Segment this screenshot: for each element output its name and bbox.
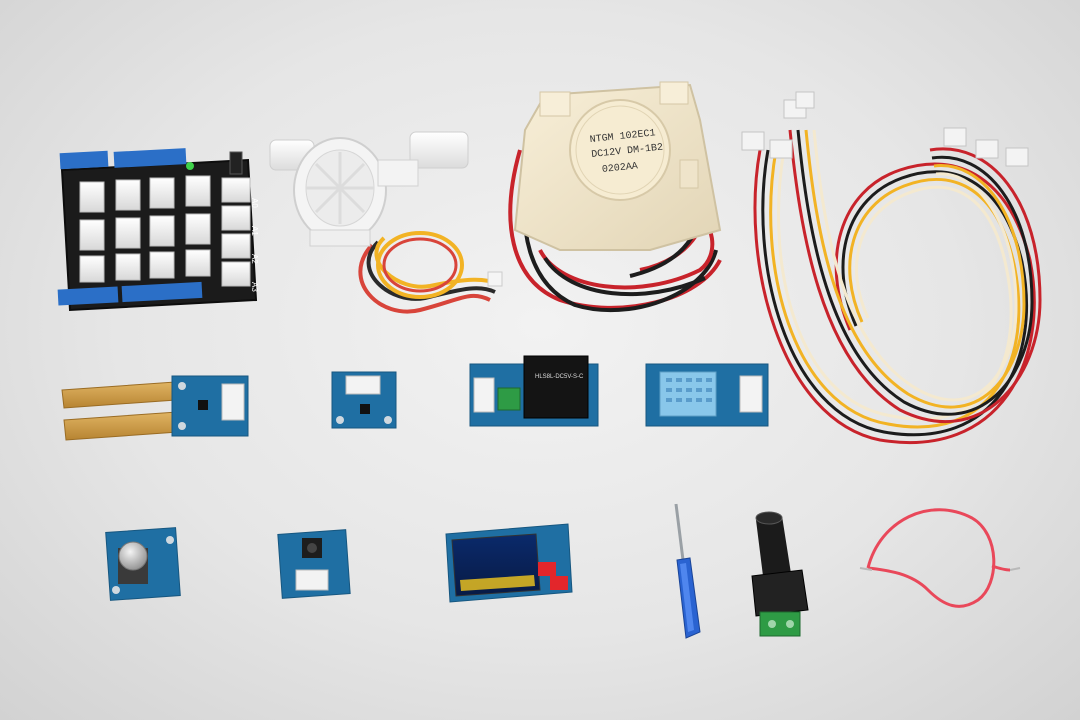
pin-label-a3: A3 <box>250 282 259 292</box>
light-sensor-module <box>331 371 397 429</box>
pin-label-a1: A1 <box>250 226 259 236</box>
red-jumper-wire <box>859 508 1021 608</box>
pin-label-a0: A0 <box>250 198 259 208</box>
pin-label-a2: A2 <box>250 254 259 264</box>
button-module <box>277 529 351 599</box>
water-flow-sensor <box>269 131 503 314</box>
screwdriver <box>674 503 701 639</box>
oled-display-module <box>445 523 573 603</box>
dc-power-jack <box>751 511 809 637</box>
rotary-angle-sensor <box>105 527 181 601</box>
pump-label-line3: 0202AA <box>601 161 638 176</box>
water-pump: NTGM 102EC1 DC12V DM-1B2 0202AA <box>508 81 722 313</box>
relay-module: HLS8L-DC5V-S-C <box>469 355 599 427</box>
base-shield: A0 A1 A2 A3 <box>57 148 259 312</box>
grove-cables <box>753 129 1042 444</box>
temperature-humidity-sensor <box>645 363 769 427</box>
cable-connectors <box>741 91 1029 167</box>
relay-model: HLS8L-DC5V-S-C <box>535 374 584 380</box>
moisture-sensor <box>61 375 249 441</box>
